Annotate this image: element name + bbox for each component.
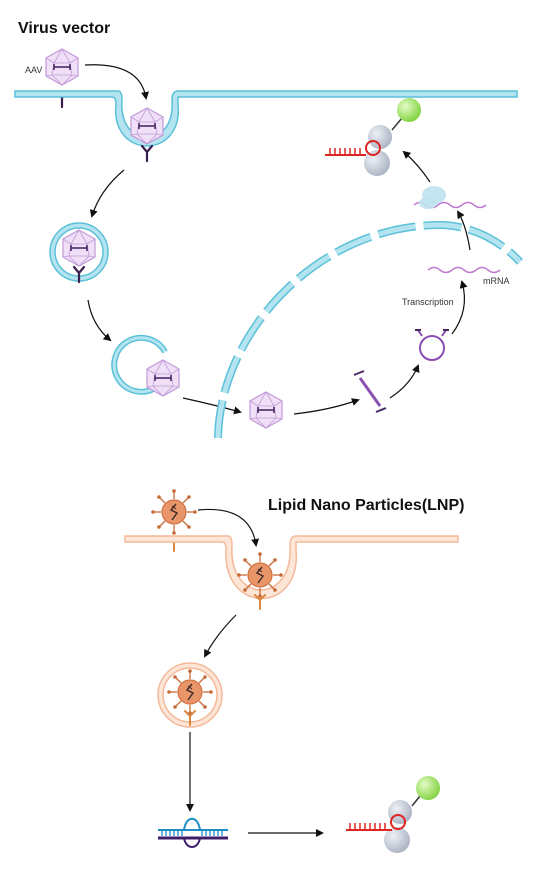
arrow-to-endosome — [89, 169, 125, 218]
endosome-escape — [111, 334, 168, 395]
arrow-translation — [402, 150, 431, 183]
lnp-particle-endosome — [166, 668, 214, 716]
mrna-label: mRNA — [483, 276, 510, 286]
viral-genome-linear — [353, 370, 387, 413]
cell-membrane-lnp — [124, 535, 459, 600]
arrow-to-escape — [87, 299, 112, 342]
rna-duplex — [158, 817, 228, 848]
virus-vector-title: Virus vector — [18, 20, 110, 37]
ribosome-complex-lnp — [346, 776, 440, 853]
lnp-particle-free — [150, 488, 198, 536]
arrow-transcription — [451, 280, 468, 335]
lnp-title: Lipid Nano Particles(LNP) — [268, 497, 464, 514]
lnp-particle-endocytosis — [236, 551, 284, 599]
arrow-export — [456, 210, 471, 251]
transcription-label: Transcription — [402, 297, 454, 307]
aav-capsid-nucleus — [249, 391, 283, 429]
nuclear-envelope-inner — [215, 222, 522, 439]
cell-membrane-virus — [14, 90, 518, 147]
protein-product — [397, 98, 421, 122]
arrow-to-episome — [389, 364, 420, 399]
aav-capsid-free — [45, 48, 79, 86]
ribosome-complex-virus — [325, 98, 421, 176]
mrna-strand-nucleus — [427, 266, 501, 274]
arrow-lnp-entry — [197, 508, 260, 547]
receptor-icon — [140, 144, 154, 163]
arrow-lnp-endosome — [204, 614, 237, 658]
arrow-entry — [84, 64, 149, 100]
arrow-to-nucleus — [182, 397, 242, 415]
aav-label: AAV — [25, 65, 42, 75]
episome-circular-dna — [415, 329, 449, 361]
protein-product-lnp — [416, 776, 440, 800]
arrow-to-dna — [293, 398, 360, 415]
mrna-translation — [413, 186, 487, 209]
